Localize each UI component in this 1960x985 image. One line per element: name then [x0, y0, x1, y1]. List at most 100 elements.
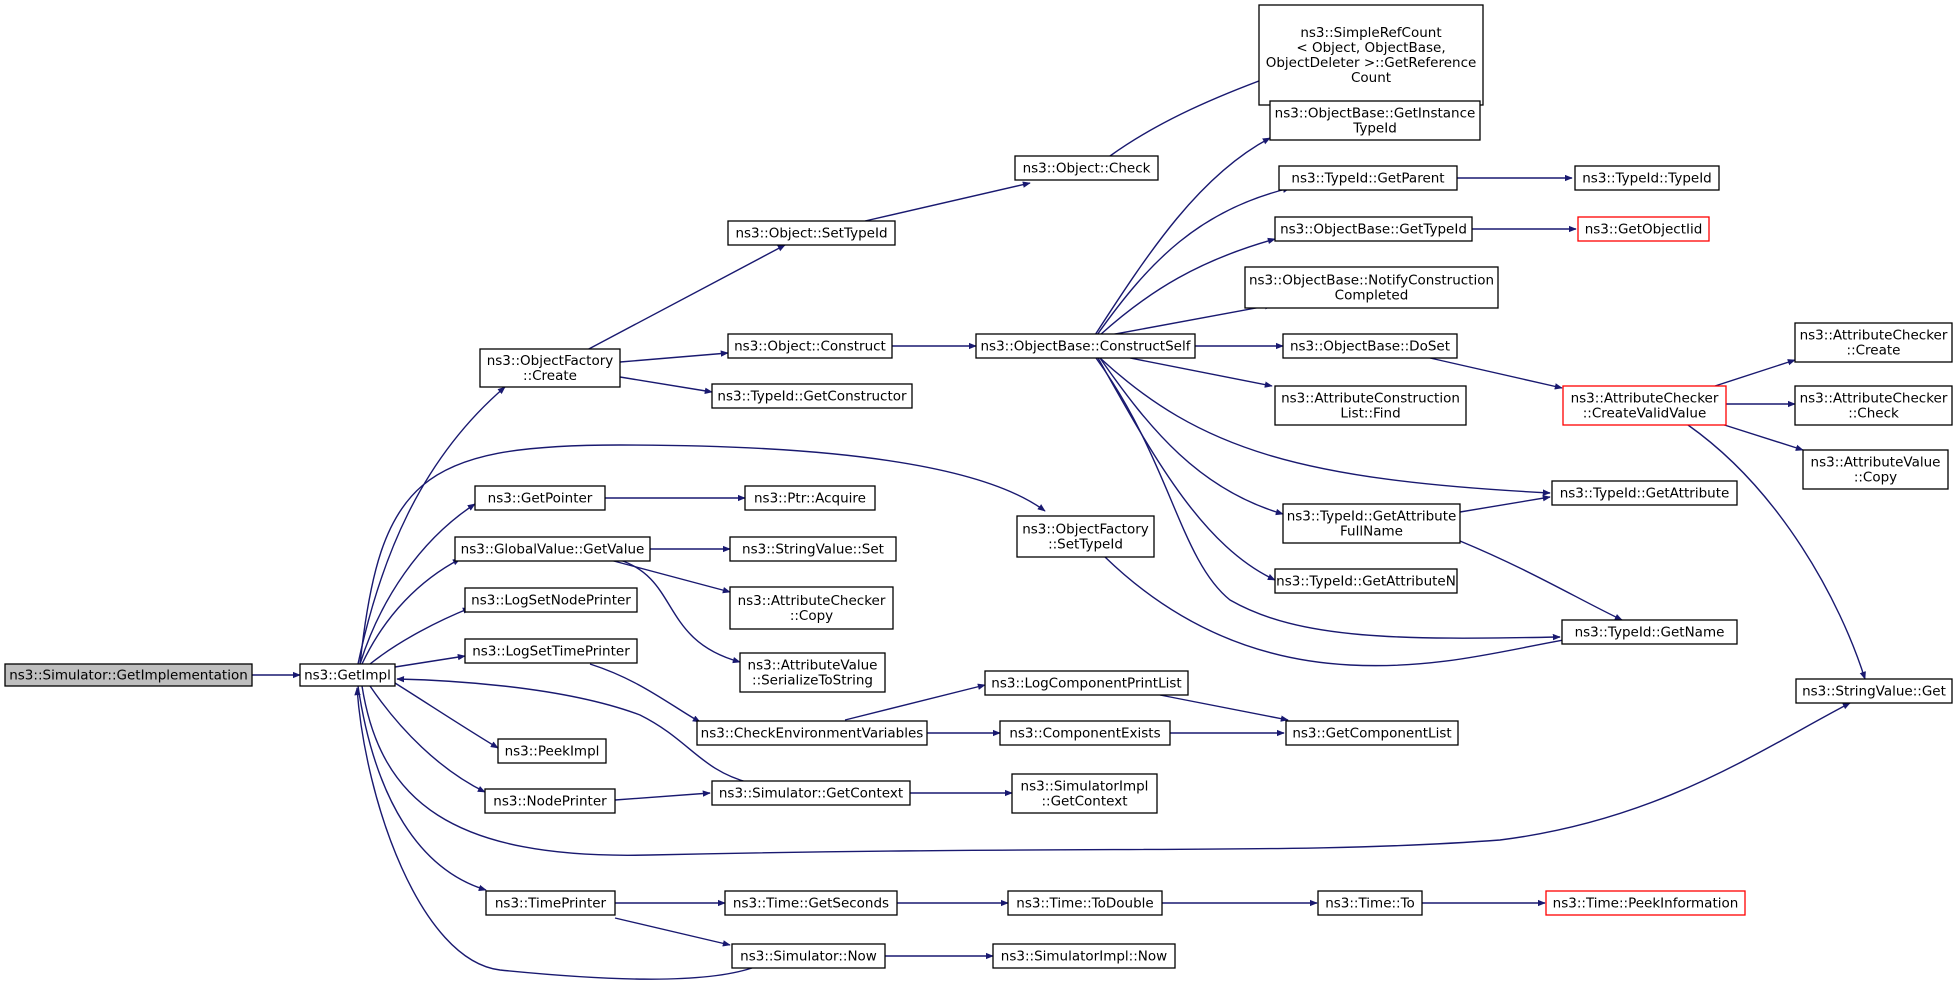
node-object-base-do-set[interactable]: ns3::ObjectBase::DoSet [1282, 333, 1458, 359]
node-label: ns3::Simulator::GetContext [719, 786, 903, 802]
node-box [1794, 385, 1953, 426]
edge-constructself-getinstancetypeid [1094, 137, 1271, 336]
node-create-valid-value[interactable]: ns3::AttributeChecker::CreateValidValue [1562, 385, 1727, 426]
node-type-id-get-name[interactable]: ns3::TypeId::GetName [1561, 619, 1738, 645]
node-simulator-now[interactable]: ns3::Simulator::Now [731, 943, 886, 969]
node-label: TypeId [1352, 121, 1397, 137]
node-time-printer[interactable]: ns3::TimePrinter [485, 890, 616, 916]
node-log-set-time-printer[interactable]: ns3::LogSetTimePrinter [464, 638, 638, 664]
node-type-id-get-parent[interactable]: ns3::TypeId::GetParent [1278, 165, 1458, 191]
node-attribute-checker-copy[interactable]: ns3::AttributeChecker::Copy [729, 586, 894, 630]
node-object-construct[interactable]: ns3::Object::Construct [727, 333, 893, 359]
edges [252, 74, 1866, 980]
node-attribute-checker-check[interactable]: ns3::AttributeChecker::Check [1794, 385, 1953, 426]
node-box [1011, 773, 1158, 814]
node-object-factory-set-type-id[interactable]: ns3::ObjectFactory::SetTypeId [1016, 515, 1155, 558]
node-string-value-set[interactable]: ns3::StringValue::Set [729, 536, 897, 562]
node-box [727, 220, 896, 246]
edge-createvalidvalue-checkercreate [1714, 359, 1796, 387]
node-object-factory-create[interactable]: ns3::ObjectFactory::Create [479, 348, 621, 388]
node-label: ns3::ObjectBase::GetTypeId [1280, 222, 1467, 238]
edge-getimpl-nodeprinter [369, 685, 486, 793]
node-log-set-node-printer[interactable]: ns3::LogSetNodePrinter [464, 587, 638, 613]
node-object-base-get-type-id[interactable]: ns3::ObjectBase::GetTypeId [1274, 216, 1473, 242]
node-time-to[interactable]: ns3::Time::To [1317, 890, 1423, 916]
node-attribute-checker-create[interactable]: ns3::AttributeChecker::Create [1794, 322, 1953, 363]
node-type-id-type-id[interactable]: ns3::TypeId::TypeId [1574, 165, 1720, 191]
node-check-environment-variables[interactable]: ns3::CheckEnvironmentVariables [696, 720, 928, 746]
node-string-value-get[interactable]: ns3::StringValue::Get [1795, 678, 1953, 704]
node-type-id-get-attribute[interactable]: ns3::TypeId::GetAttribute [1551, 480, 1738, 506]
edge-simulatornow-getimpl [354, 687, 753, 980]
node-label: ns3::ObjectBase::DoSet [1290, 339, 1450, 355]
edge-check-simplerefcount [1109, 74, 1276, 157]
node-label: ns3::ObjectFactory [487, 353, 614, 369]
node-label: ns3::AttributeConstruction [1281, 391, 1460, 407]
node-object-check[interactable]: ns3::Object::Check [1014, 155, 1159, 181]
node-box [485, 890, 616, 916]
node-simulator-impl-get-context[interactable]: ns3::SimulatorImpl::GetContext [1011, 773, 1158, 814]
node-label: ns3::Simulator::GetImplementation [9, 668, 248, 684]
node-label: ::SetTypeId [1048, 537, 1123, 553]
node-label: ns3::LogSetNodePrinter [471, 593, 631, 609]
node-label: ns3::PeekImpl [505, 744, 600, 760]
edge-timeprinter-simulatornow [614, 917, 731, 947]
node-time-peek-information[interactable]: ns3::Time::PeekInformation [1545, 890, 1746, 916]
node-label: ns3::Object::Construct [734, 339, 886, 355]
node-label: ns3::SimpleRefCount [1300, 25, 1441, 41]
node-label: ns3::Time::PeekInformation [1553, 896, 1739, 912]
node-log-component-print-list[interactable]: ns3::LogComponentPrintList [984, 670, 1189, 696]
edge-constructself-getattributefullname [1099, 357, 1284, 516]
edge-getimpl-globalvalue-getvalue [361, 558, 461, 665]
node-label: ns3::TypeId::TypeId [1582, 171, 1712, 187]
node-get-impl[interactable]: ns3::GetImpl [299, 663, 396, 687]
node-node-printer[interactable]: ns3::NodePrinter [484, 788, 616, 814]
node-box [1545, 890, 1746, 916]
node-label: ns3::Time::ToDouble [1016, 896, 1153, 912]
node-get-component-list[interactable]: ns3::GetComponentList [1285, 720, 1459, 746]
node-box [1561, 619, 1738, 645]
node-get-implementation[interactable]: ns3::Simulator::GetImplementation [4, 663, 253, 687]
node-label: ::Copy [1854, 470, 1897, 486]
edge-nodeprinter-getcontext [614, 790, 711, 801]
node-attribute-value-copy[interactable]: ns3::AttributeValue::Copy [1802, 449, 1949, 490]
node-get-pointer[interactable]: ns3::GetPointer [474, 485, 606, 511]
node-time-get-seconds[interactable]: ns3::Time::GetSeconds [724, 890, 898, 916]
node-label: ns3::TypeId::GetName [1575, 625, 1725, 641]
node-object-set-type-id[interactable]: ns3::Object::SetTypeId [727, 220, 896, 246]
node-box [739, 652, 886, 693]
edge-constructself-notifyconstruction [1109, 303, 1273, 336]
node-box [1285, 720, 1459, 746]
node-notify-construction-completed[interactable]: ns3::ObjectBase::NotifyConstructionCompl… [1244, 266, 1499, 309]
node-label: ns3::AttributeChecker [1800, 391, 1948, 407]
edge-getimpl-peekimpl [394, 682, 499, 749]
node-time-to-double[interactable]: ns3::Time::ToDouble [1007, 890, 1163, 916]
edge-create-getconstructor [619, 376, 713, 394]
node-box [711, 780, 911, 806]
node-simulator-get-context[interactable]: ns3::Simulator::GetContext [711, 780, 911, 806]
edge-constructself-getname [1095, 357, 1561, 641]
node-box [1244, 266, 1499, 309]
node-construct-self[interactable]: ns3::ObjectBase::ConstructSelf [975, 333, 1196, 359]
node-get-object-iid[interactable]: ns3::GetObjectIid [1577, 216, 1710, 242]
edge-getimpl-objectfactory-settypeid [359, 444, 1046, 665]
node-simulator-impl-now[interactable]: ns3::SimulatorImpl::Now [992, 943, 1176, 969]
node-label: < Object, ObjectBase, [1296, 40, 1445, 56]
node-type-id-get-attribute-n[interactable]: ns3::TypeId::GetAttributeN [1274, 568, 1458, 594]
node-label: ns3::ComponentExists [1009, 726, 1160, 742]
edge-getimpl-getpointer [359, 503, 476, 665]
node-peek-impl[interactable]: ns3::PeekImpl [497, 738, 607, 764]
node-component-exists[interactable]: ns3::ComponentExists [999, 720, 1171, 746]
node-box [724, 890, 898, 916]
node-box [1794, 322, 1953, 363]
node-global-value-get-value[interactable]: ns3::GlobalValue::GetValue [454, 536, 651, 562]
node-simple-ref-count[interactable]: ns3::SimpleRefCount< Object, ObjectBase,… [1258, 4, 1484, 106]
node-ptr-acquire[interactable]: ns3::Ptr::Acquire [744, 485, 876, 511]
node-type-id-get-constructor[interactable]: ns3::TypeId::GetConstructor [711, 383, 913, 409]
edge-doset-createvalidvalue [1429, 357, 1563, 390]
node-serialize-to-string[interactable]: ns3::AttributeValue::SerializeToString [739, 652, 886, 693]
edge-logcomponentprintlist-getcomponentlist [1159, 694, 1289, 722]
